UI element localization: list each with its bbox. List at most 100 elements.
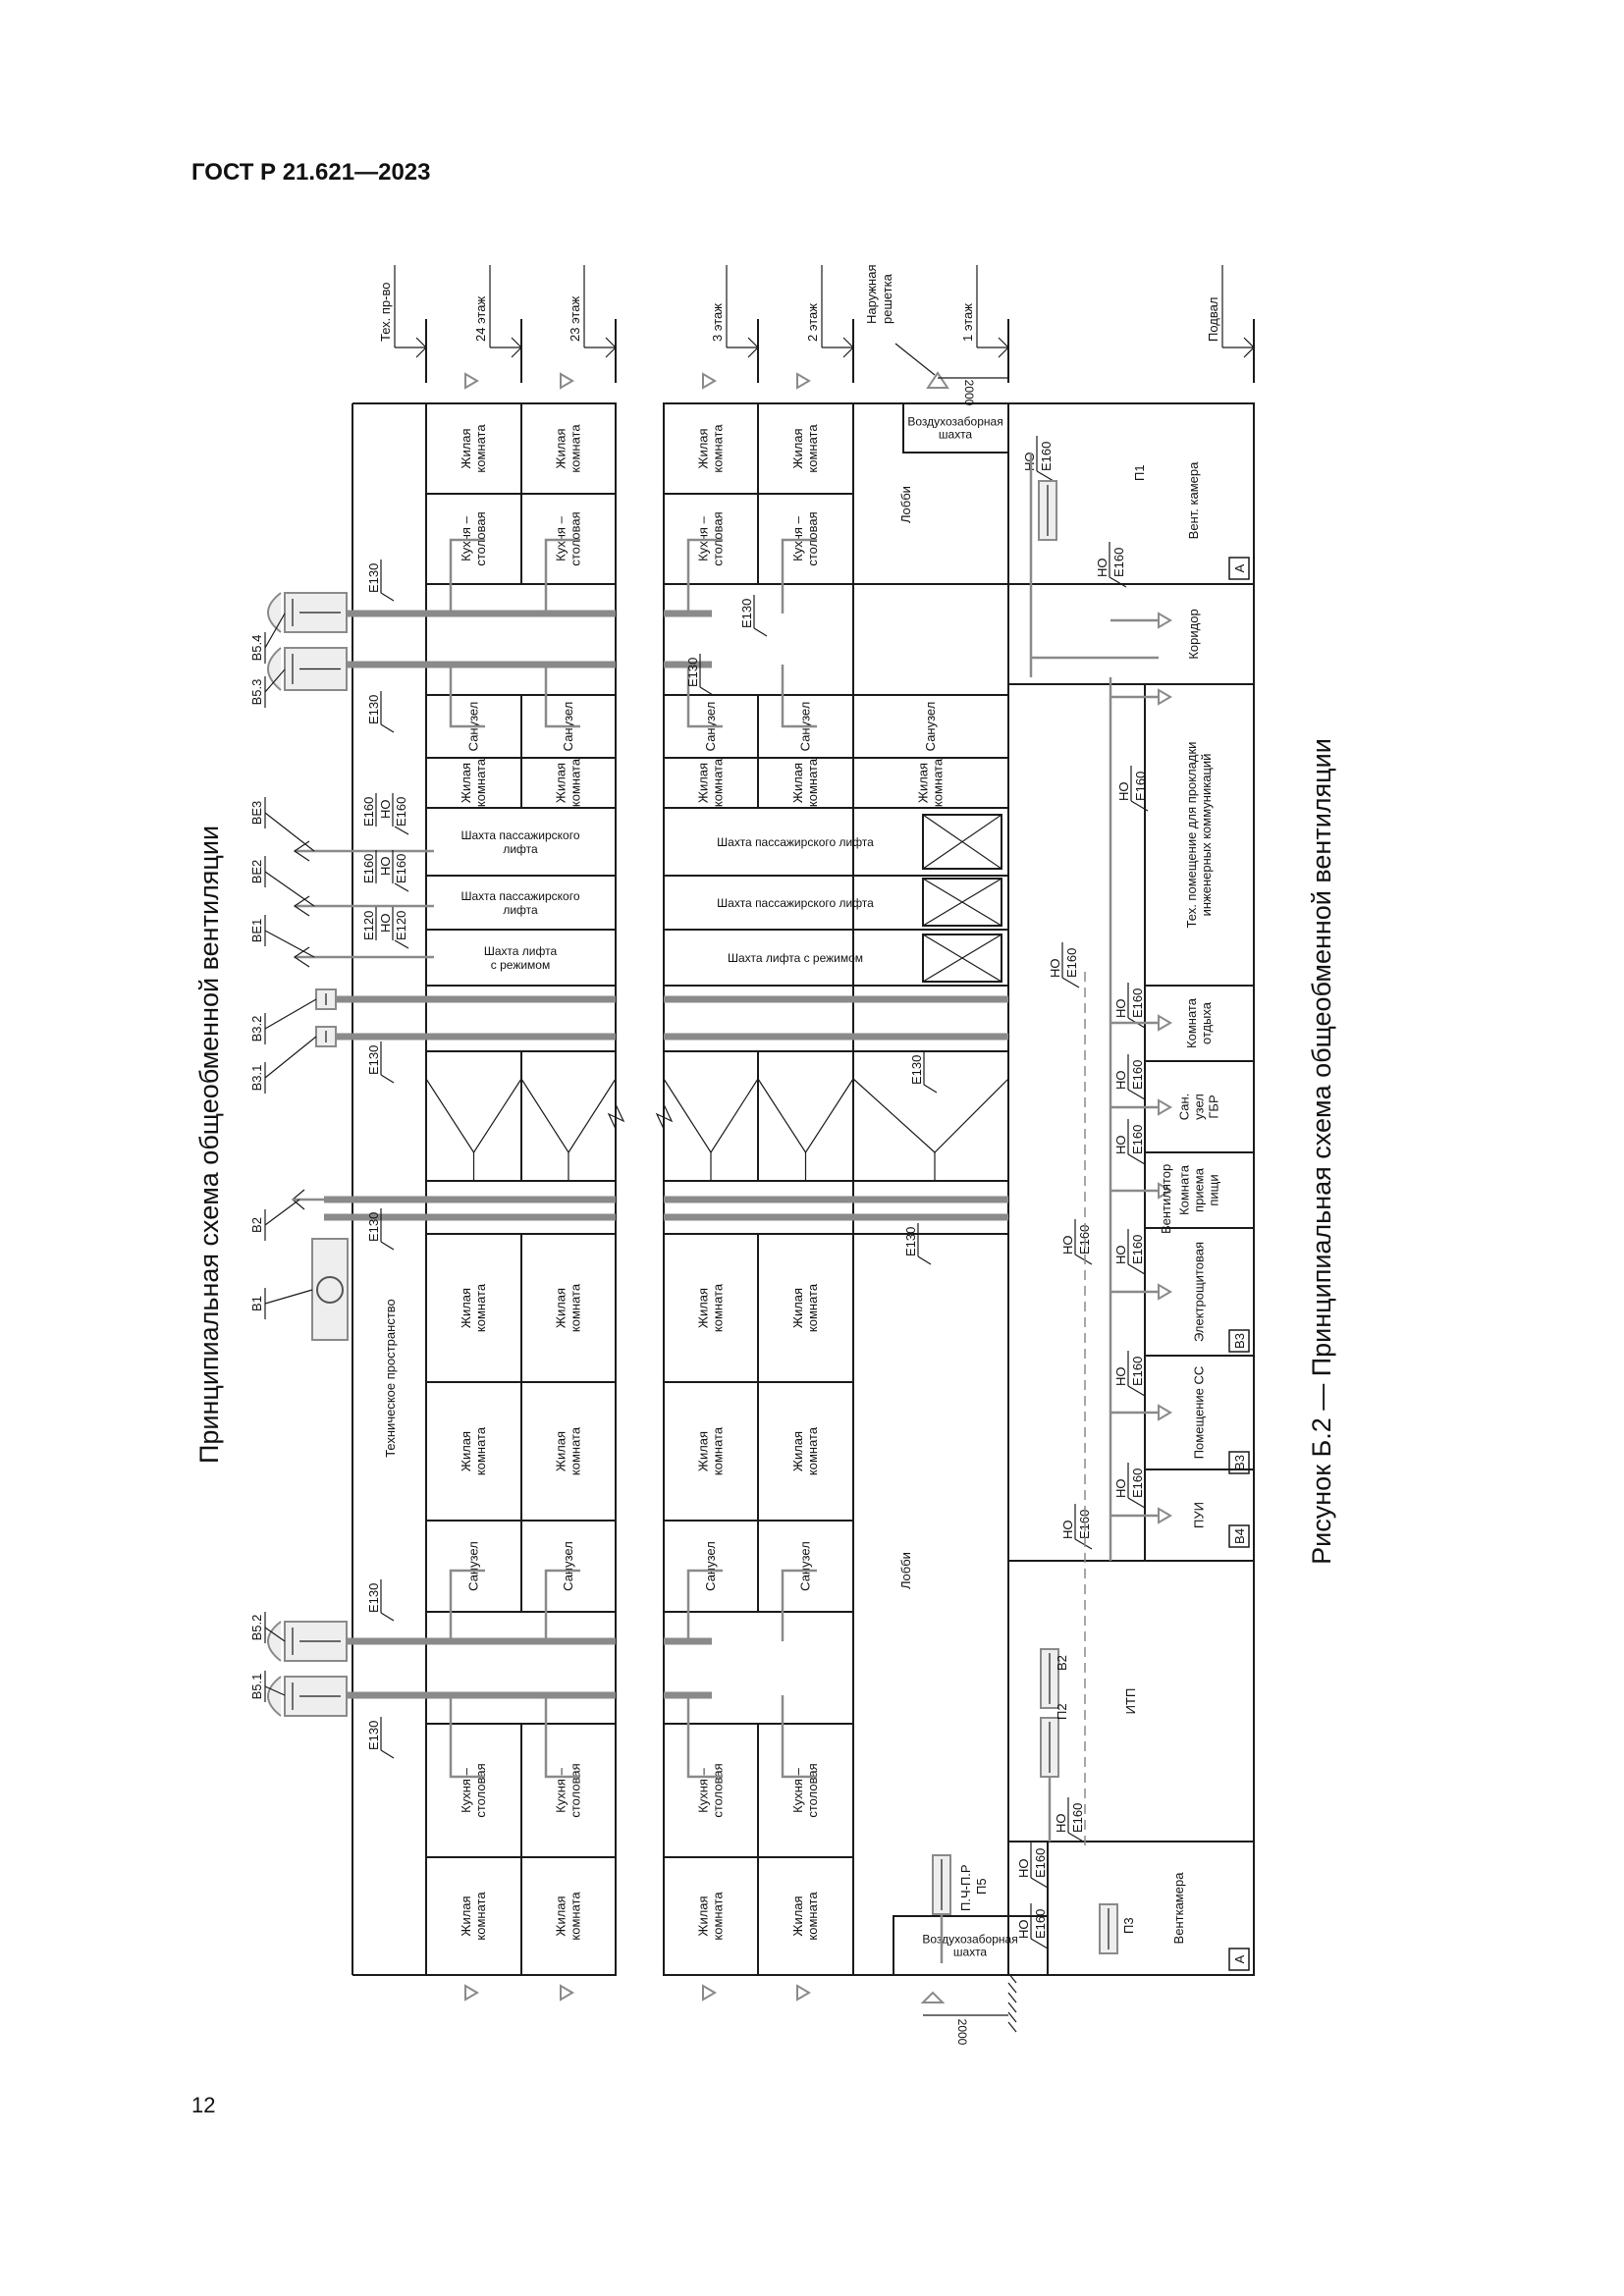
damper-leader [1074,1254,1093,1265]
bathroom-label: Санузел [798,1541,813,1591]
system-label-be1: ВЕ1 [249,919,264,943]
category-badge-label: А [1232,563,1247,572]
diffuser-icon [1158,1507,1172,1524]
fire-damper-label: Е130 [366,695,381,724]
living-room-label: Жилая [554,1896,568,1936]
grille-leader [894,343,936,376]
lift-fire-label: Шахта лифта с режимом [728,951,863,965]
living-room-label: Жилая [459,763,473,803]
living-room-label: Жилая [554,763,568,803]
damper-leader [394,882,409,892]
exhaust-branch [686,1695,723,1779]
system-label-be2: ВЕ2 [249,860,264,884]
kitchen-dining-label: столовая [805,1763,820,1817]
living-room-label: комната [711,424,726,473]
fire-damper-label: Е160 [394,797,408,827]
living-room-label: комната [805,1283,820,1332]
damper-state-label: НО [1113,1367,1128,1387]
rest-room-label: Комната [1184,997,1199,1048]
ground-hatch [1007,1972,1017,1984]
living-room-label: комната [805,424,820,473]
ground-hatch [1007,1982,1017,1994]
damper-leader [1127,1385,1146,1397]
label-leader [264,1685,286,1696]
damper-leader [1127,1089,1146,1100]
damper-leader [1030,1938,1049,1949]
living-room-label: комната [473,1892,488,1941]
fire-damper-label: Е160 [1033,1909,1048,1939]
living-room-box [520,1233,617,1383]
passenger-lift-label: лифта [503,903,538,917]
stair-flight [663,1078,759,1154]
fire-damper-label: Е160 [1130,1060,1145,1090]
exhaust-branch [781,665,817,728]
exhaust-branch [544,1695,580,1779]
lift-fire-label: с режимом [491,958,550,972]
outdoor-grille-label: Наружная [864,265,879,325]
living-room-label: Жилая [696,763,711,803]
fire-damper-label: Е130 [739,599,754,628]
fire-damper-label: Е160 [1064,948,1079,978]
fire-damper-label: Е160 [1130,1235,1145,1264]
kitchen-dining-label: Кухня – [696,1767,711,1812]
category-badge [1228,1524,1250,1548]
damper-state-label: НО [1016,1920,1031,1940]
passenger-lift-shaft-box [663,807,1009,877]
living-room-label: комната [711,1426,726,1475]
damper-leader [753,627,768,637]
exhaust-branch [781,1569,817,1641]
diffuser-icon [1158,612,1172,629]
pui-room-label: ПУИ [1192,1502,1207,1528]
living-room-label: Жилая [459,1896,473,1936]
ground-hatch [1007,1992,1017,2003]
passenger-lift-label: Шахта пассажирского [460,889,579,903]
standard-header: ГОСТ Р 21.621—2023 [191,159,431,186]
fire-damper-label: Е120 [394,911,408,940]
lift-cabin-cross [922,878,1002,927]
damper-leader [1036,470,1055,482]
ground-hatch [1007,2021,1017,2033]
damper-leader [1109,576,1127,588]
exhaust-branch [544,1569,580,1641]
diffuser-icon [1158,1182,1172,1200]
ground-hatch [1007,2011,1017,2023]
kitchen-dining-box [757,1723,854,1858]
damper-leader [380,1241,395,1251]
living-room-label: Жилая [554,428,568,468]
diffuser-icon [560,372,574,390]
living-room-box [520,402,617,495]
outdoor-grille-label: решетка [880,273,894,324]
stair-flight [852,1078,1009,1153]
gbr-bathroom-label: Сан. [1177,1094,1192,1121]
fire-damper-label: Е130 [366,563,381,593]
living-room-label: Жилая [459,1288,473,1328]
kitchen-dining-label: столовая [473,1763,488,1817]
stair-flight [520,1078,617,1154]
living-room-label: комната [711,1283,726,1332]
exhaust-fan-b5-3-hood [267,647,282,691]
vent-chamber-box [1007,402,1255,585]
category-badge [1228,1948,1250,1971]
air-intake-grille-icon [920,1991,946,2003]
dimension-label: 2000 [955,2019,969,2046]
fire-damper-label: Е130 [366,1583,381,1613]
exhaust-fan-b5-4-hood [267,592,282,633]
fire-damper-label: Е160 [1070,1803,1085,1833]
lobby-label: Лобби [898,1552,913,1589]
system-label-b5-4: В5.4 [249,635,264,662]
rest-room-label: отдыха [1199,1001,1214,1044]
damper-leader [699,686,714,696]
living-room-label: комната [568,424,583,473]
living-room-label: Жилая [554,1288,568,1328]
living-room-label: комната [473,1283,488,1332]
damper-leader [923,1084,938,1094]
exhaust-branch [781,538,817,614]
damper-leader [380,723,395,733]
bathroom-box [852,694,1009,759]
fire-damper-label: Е130 [366,1045,381,1075]
level-label: 2 этаж [805,303,820,342]
air-intake-label: шахта [939,428,973,442]
diffuser-icon [702,1984,717,2002]
